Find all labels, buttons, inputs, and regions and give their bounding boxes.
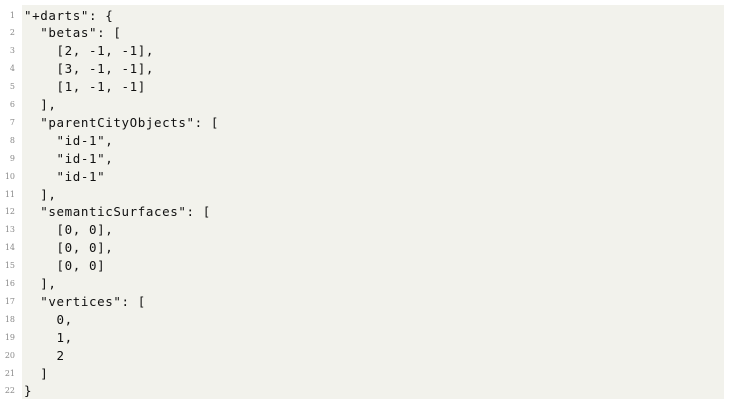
code-line: 10 "id-1" [0, 168, 729, 186]
code-text: 1, [24, 329, 73, 345]
code-text: "parentCityObjects": [ [24, 114, 220, 130]
line-number: 20 [4, 350, 15, 360]
code-text: [2, -1, -1], [24, 43, 155, 59]
code-text: "betas": [ [24, 25, 122, 41]
line-number: 8 [9, 135, 15, 145]
code-text: "+darts": { [24, 7, 114, 23]
code-text: "id-1" [24, 168, 106, 184]
code-line: 9 "id-1", [0, 150, 729, 168]
line-number: 12 [4, 207, 15, 217]
line-number: 1 [9, 10, 15, 20]
code-line: 4 [3, -1, -1], [0, 60, 729, 78]
code-line: 1 "+darts": { [0, 7, 729, 25]
code-line: 21 ] [0, 365, 729, 383]
line-number: 11 [4, 189, 15, 199]
code-text: "id-1", [24, 132, 114, 148]
code-text: [0, 0], [24, 240, 114, 256]
line-number: 6 [9, 100, 15, 109]
code-text: ], [24, 186, 57, 202]
line-number: 4 [9, 64, 15, 74]
code-line: 14 [0, 0], [0, 239, 729, 257]
code-line: 7 "parentCityObjects": [ [0, 114, 729, 132]
code-line: 12 "semanticSurfaces": [ [0, 203, 729, 221]
code-text: [0, 0] [24, 258, 106, 274]
code-text: 0, [24, 311, 73, 327]
line-number: 15 [4, 261, 15, 271]
code-line: 22} [0, 382, 729, 400]
code-text: } [24, 383, 33, 399]
line-number: 13 [4, 225, 15, 235]
line-number: 9 [9, 153, 15, 163]
code-text: "vertices": [ [24, 293, 146, 309]
line-number: 2 [9, 28, 15, 38]
code-text: ], [24, 97, 57, 112]
code-text: [3, -1, -1], [24, 61, 155, 77]
code-line: 11 ], [0, 186, 729, 204]
code-line: 5 [1, -1, -1] [0, 78, 729, 96]
line-number: 7 [9, 117, 15, 127]
code-text: "semanticSurfaces": [ [24, 204, 211, 220]
code-line: 6 ], [0, 96, 729, 114]
line-number: 19 [4, 332, 15, 342]
code-line: 16 ], [0, 275, 729, 293]
code-line: 15 [0, 0] [0, 257, 729, 275]
code-text: "id-1", [24, 150, 114, 166]
line-number: 3 [9, 46, 15, 56]
code-text: ], [24, 276, 57, 291]
line-number: 17 [4, 296, 15, 306]
line-number: 5 [9, 82, 15, 92]
code-text: 2 [24, 347, 65, 363]
code-line: 13 [0, 0], [0, 221, 729, 239]
line-number: 16 [4, 279, 15, 288]
code-line: 18 0, [0, 311, 729, 329]
code-line: 17 "vertices": [ [0, 293, 729, 311]
line-number: 18 [4, 314, 15, 324]
code-line: 2 "betas": [ [0, 24, 729, 42]
line-number: 21 [4, 368, 15, 378]
code-block-background [22, 5, 724, 399]
line-number: 10 [4, 171, 15, 181]
code-line: 20 2 [0, 347, 729, 365]
code-text: [1, -1, -1] [24, 79, 146, 95]
code-text: [0, 0], [24, 222, 114, 238]
code-line: 8 "id-1", [0, 132, 729, 150]
line-number: 22 [4, 386, 15, 396]
line-number: 14 [4, 243, 15, 253]
code-line: 3 [2, -1, -1], [0, 42, 729, 60]
code-text: ] [24, 365, 49, 381]
code-line: 19 1, [0, 329, 729, 347]
